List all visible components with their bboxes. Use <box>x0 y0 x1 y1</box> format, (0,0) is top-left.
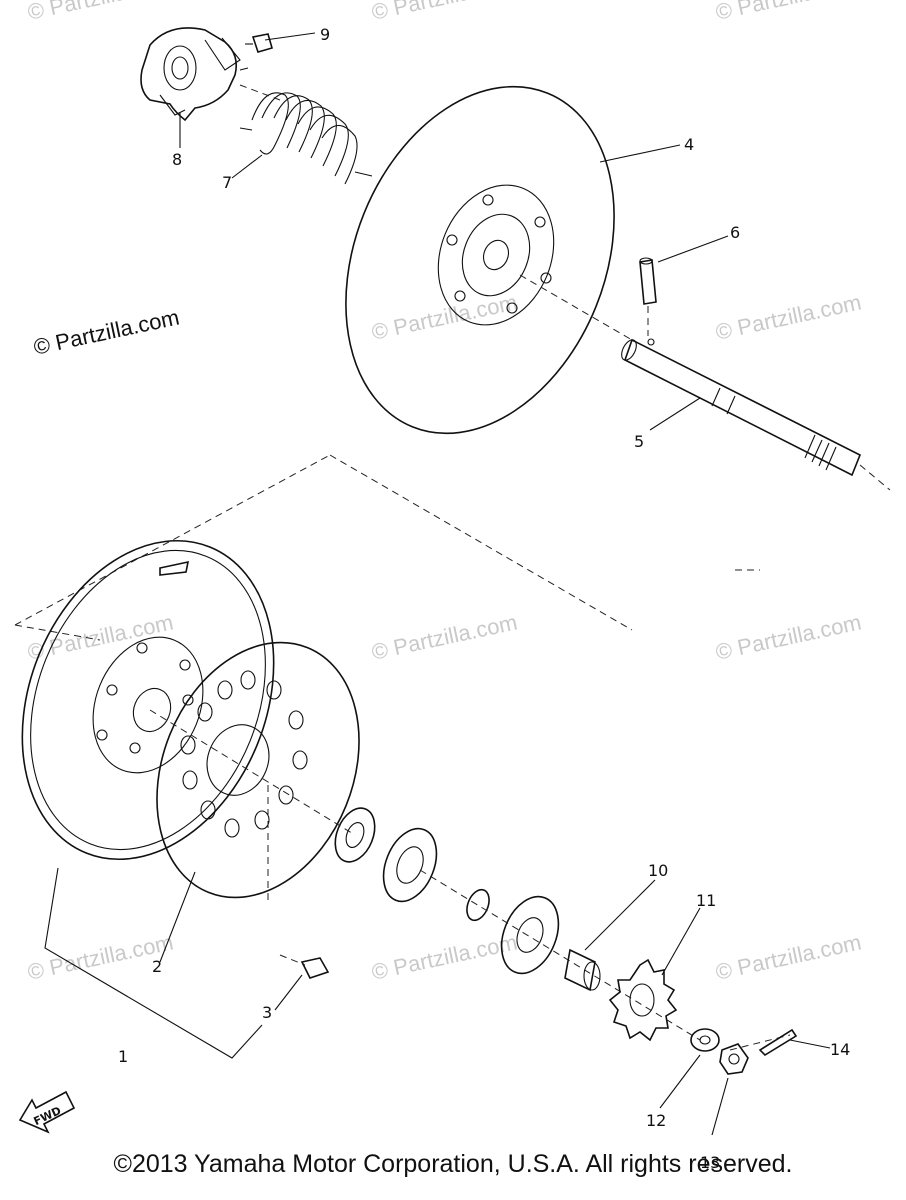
callout-14: 14 <box>830 1040 850 1059</box>
callout-6: 6 <box>730 223 740 242</box>
callout-9: 9 <box>320 25 330 44</box>
part-2-plate <box>156 641 360 899</box>
callout-2: 2 <box>152 957 162 976</box>
callout-8: 8 <box>172 150 182 169</box>
part-9-clip <box>245 33 273 53</box>
callout-13: 13 <box>700 1153 720 1172</box>
callout-11: 11 <box>696 891 716 910</box>
part-5-shaft <box>621 338 862 477</box>
bearing-set <box>334 807 560 975</box>
axis-line <box>149 709 791 1051</box>
part-6-pin <box>639 257 657 305</box>
part-4-sheave <box>345 85 615 435</box>
callout-4: 4 <box>684 135 694 154</box>
axis-line <box>859 464 891 491</box>
part-1-fixed-sheave <box>21 539 275 861</box>
callout-10: 10 <box>648 861 668 880</box>
axis-line <box>519 274 633 341</box>
callout-1: 1 <box>118 1047 128 1066</box>
part-12-washer <box>690 1028 720 1052</box>
part-7-spring <box>239 92 373 185</box>
assembly-boundary <box>14 454 633 641</box>
callout-7: 7 <box>222 173 232 192</box>
part-10-collar <box>564 948 601 992</box>
part-11-sprocket <box>608 958 678 1042</box>
callout-3: 3 <box>262 1003 272 1022</box>
part-8-bracket <box>140 27 249 122</box>
axis-line <box>279 954 306 966</box>
copyright-notice: ©2013 Yamaha Motor Corporation, U.S.A. A… <box>113 1150 793 1178</box>
part-13-nut <box>719 1043 749 1075</box>
part-3-bolt <box>300 957 330 979</box>
callout-5: 5 <box>634 432 644 451</box>
leader-lines <box>44 32 831 1136</box>
fwd-arrow: FWD <box>18 1090 76 1134</box>
part-14-cotter-pin <box>758 1028 798 1057</box>
callout-12: 12 <box>646 1111 666 1130</box>
